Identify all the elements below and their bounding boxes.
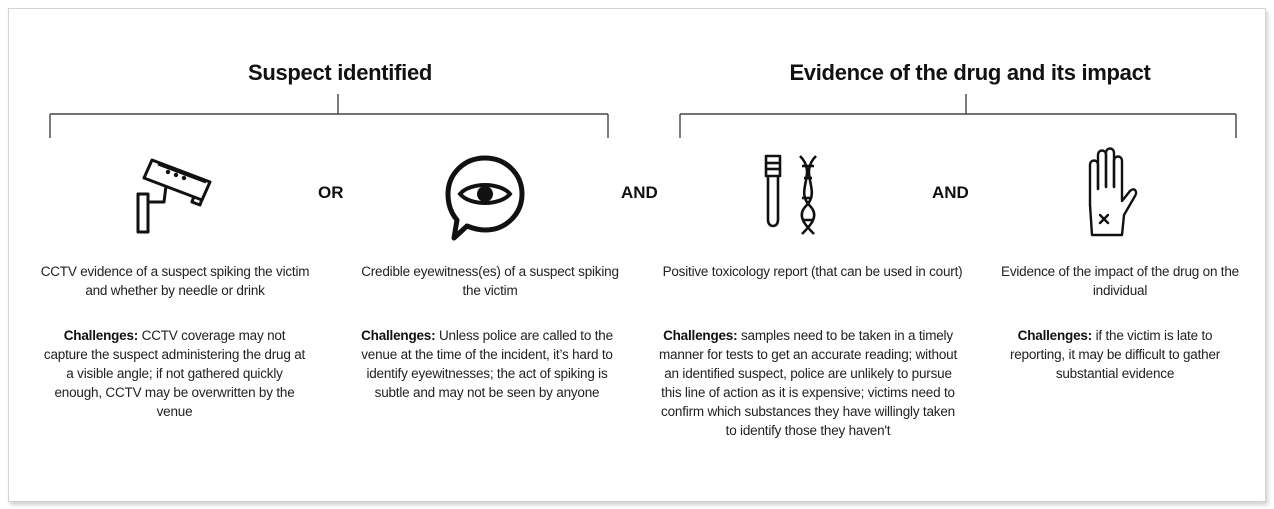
challenges-text: CCTV coverage may not capture the suspec… [43, 328, 306, 419]
item-3-challenges: Challenges: samples need to be taken in … [658, 326, 958, 440]
item-1-challenges: Challenges: CCTV coverage may not captur… [42, 326, 307, 421]
challenges-text: if the victim is late to reporting, it m… [1009, 328, 1221, 381]
challenges-label: Challenges: [361, 328, 436, 343]
challenges-label: Challenges: [63, 328, 139, 343]
cctv-camera-icon [136, 158, 212, 234]
group-title-evidence: Evidence of the drug and its impact [789, 60, 1151, 85]
operator-and-2: AND [932, 183, 969, 202]
operator-and-1: AND [621, 183, 658, 202]
operator-or: OR [318, 183, 344, 202]
challenges-text: samples need to be taken in a timely man… [658, 328, 958, 438]
group-title-suspect: Suspect identified [247, 60, 433, 85]
challenges-label: Challenges: [1017, 328, 1093, 343]
eye-speech-bubble-icon [445, 155, 525, 241]
item-2-description: Credible eyewitness(es) of a suspect spi… [361, 264, 619, 298]
item-2-challenges: Challenges: Unless police are called to … [356, 326, 618, 402]
challenges-text: Unless police are called to the venue at… [361, 328, 613, 400]
hand-with-x-icon [1088, 147, 1138, 237]
item-4-challenges: Challenges: if the victim is late to rep… [990, 326, 1240, 383]
item-4-description: Evidence of the impact of the drug on th… [1001, 264, 1239, 298]
diagram-frame [8, 8, 1266, 502]
item-3-description: Positive toxicology report (that can be … [662, 264, 963, 279]
test-tube-dna-icon [764, 154, 817, 235]
challenges-label: Challenges: [663, 328, 738, 343]
item-1-description: CCTV evidence of a suspect spiking the v… [40, 264, 310, 298]
